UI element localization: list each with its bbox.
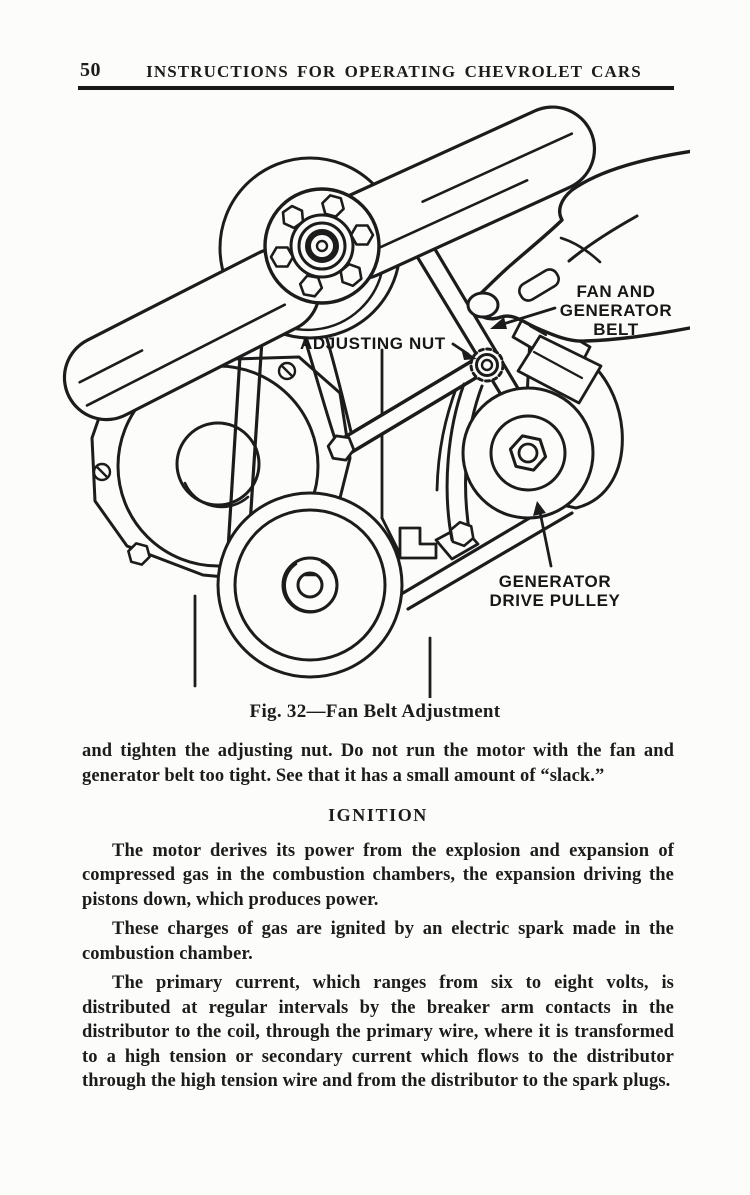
body-text: and tighten the adjusting nut. Do not ru… — [82, 739, 674, 1099]
paragraph-ignition-2: These charges of gas are ignited by an e… — [82, 919, 674, 964]
label-adjusting-nut: ADJUSTING NUT — [300, 334, 446, 353]
fan-hub — [263, 187, 381, 305]
paragraph-ignition-1: The motor derives its power from the exp… — [82, 840, 674, 910]
figure-fan-belt-adjustment: ADJUSTING NUT FAN AND GENERATOR BELT GEN… — [60, 98, 690, 698]
generator-adjusting-arm — [295, 310, 498, 462]
page-header: 50 INSTRUCTIONS FOR OPERATING CHEVROLET … — [78, 58, 674, 90]
paragraph-belt-adjustment: and tighten the adjusting nut. Do not ru… — [82, 741, 674, 786]
fan-assembly — [62, 105, 597, 422]
page-number: 50 — [80, 59, 101, 81]
crankshaft-pulley — [216, 491, 404, 679]
adjusting-nut — [469, 347, 505, 383]
running-head-title: INSTRUCTIONS FOR OPERATING CHEVROLET CAR… — [146, 62, 642, 81]
hand — [466, 149, 690, 343]
label-fan-and-generator-belt: FAN AND GENERATOR BELT — [559, 282, 673, 339]
generator-drive-pulley — [461, 386, 595, 520]
fan-belt-illustration — [62, 105, 690, 698]
label-arrows — [451, 306, 557, 568]
label-generator-drive-pulley: GENERATOR DRIVE PULLEY — [489, 572, 621, 610]
figure-caption: Fig. 32—Fan Belt Adjustment — [249, 701, 501, 722]
paragraph-ignition-3: The primary current, which ranges from s… — [82, 973, 674, 1091]
section-heading-ignition: IGNITION — [328, 805, 428, 825]
